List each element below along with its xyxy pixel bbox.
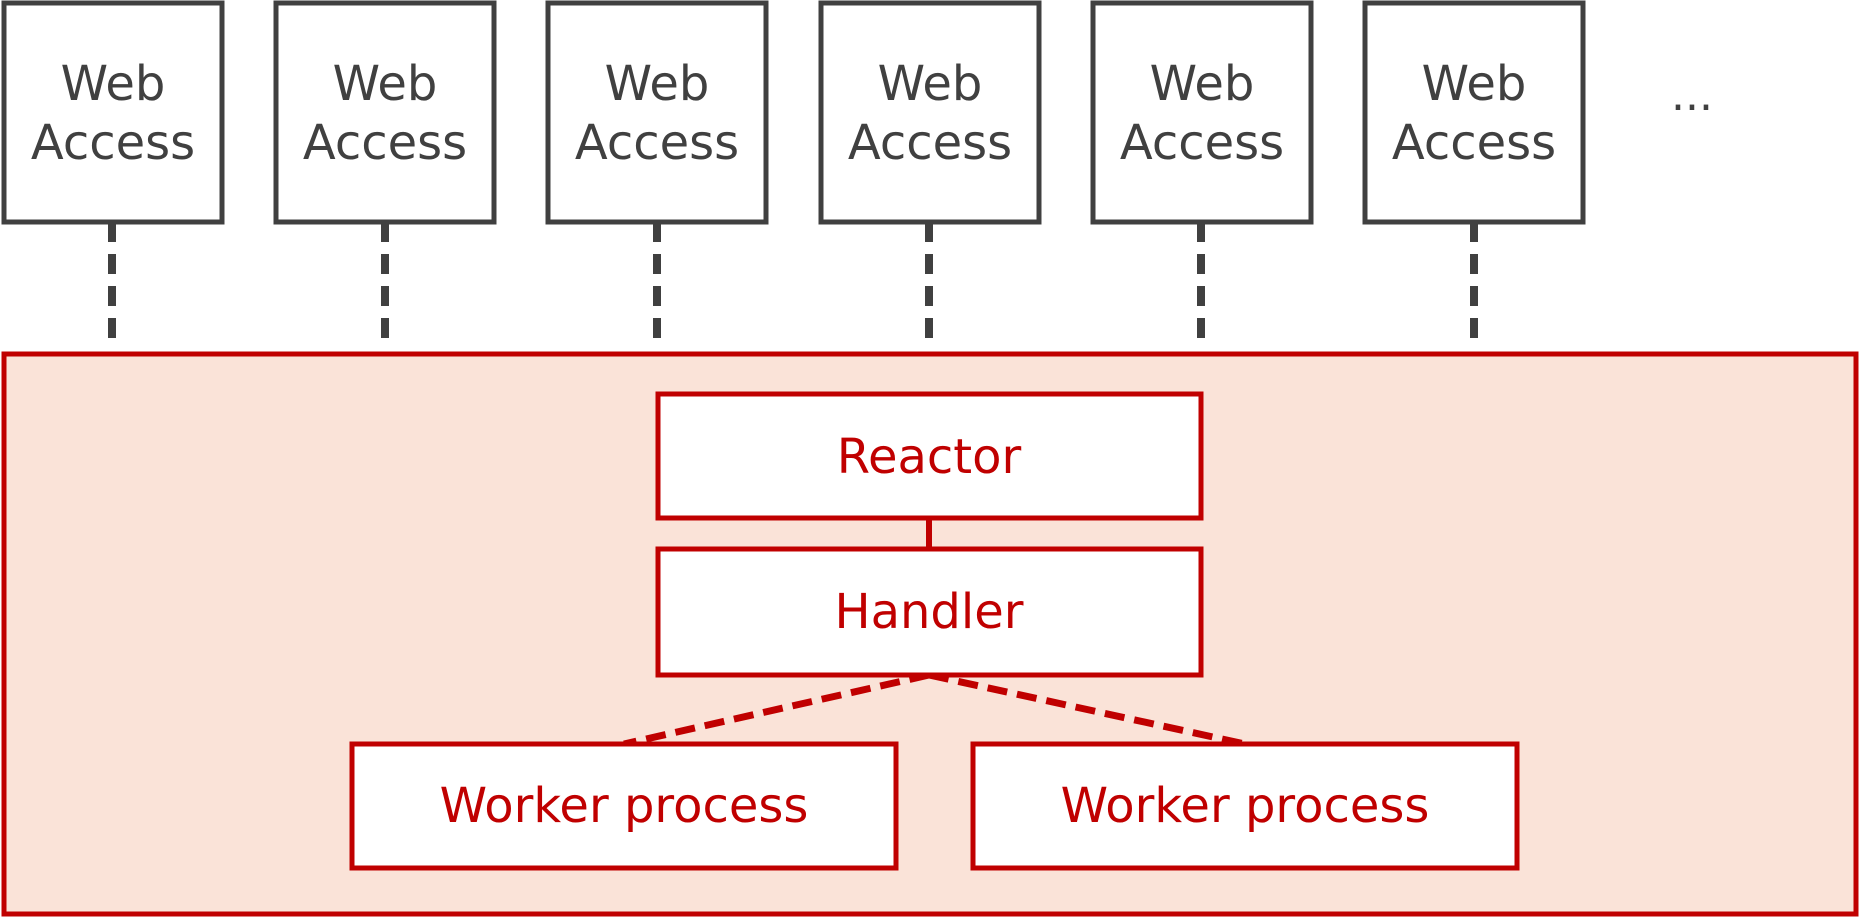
worker-process-box-2: Worker process — [970, 741, 1520, 871]
more-clients-indicator: ... — [1671, 70, 1713, 121]
client-label-line2: Access — [1392, 115, 1556, 171]
client-label-line2: Access — [31, 115, 195, 171]
client-label-line2: Access — [1120, 115, 1284, 171]
worker-connector-left — [623, 671, 930, 748]
client-label-line1: Web — [1150, 56, 1255, 112]
worker-process-box-1: Worker process — [349, 741, 899, 871]
worker-process-label: Worker process — [1061, 778, 1430, 834]
handler-label: Handler — [835, 584, 1024, 640]
client-label-line1: Web — [1422, 56, 1527, 112]
client-label-line1: Web — [333, 56, 438, 112]
client-connectors — [108, 222, 1478, 350]
handler-box: Handler — [655, 546, 1204, 678]
reactor-label: Reactor — [837, 429, 1022, 485]
reactor-box: Reactor — [655, 391, 1204, 521]
worker-connector-right — [928, 671, 1246, 748]
client-box-1: Web Access — [1, 0, 225, 225]
client-box-2: Web Access — [273, 0, 497, 225]
client-box-5: Web Access — [1090, 0, 1314, 225]
client-box-6: Web Access — [1362, 0, 1586, 225]
worker-connectors — [623, 671, 1246, 748]
client-label-line2: Access — [303, 115, 467, 171]
client-label-line2: Access — [575, 115, 739, 171]
client-label-line1: Web — [605, 56, 710, 112]
worker-process-label: Worker process — [440, 778, 809, 834]
client-box-3: Web Access — [545, 0, 769, 225]
client-label-line2: Access — [848, 115, 1012, 171]
client-box-4: Web Access — [818, 0, 1042, 225]
client-label-line1: Web — [878, 56, 983, 112]
client-label-line1: Web — [61, 56, 166, 112]
